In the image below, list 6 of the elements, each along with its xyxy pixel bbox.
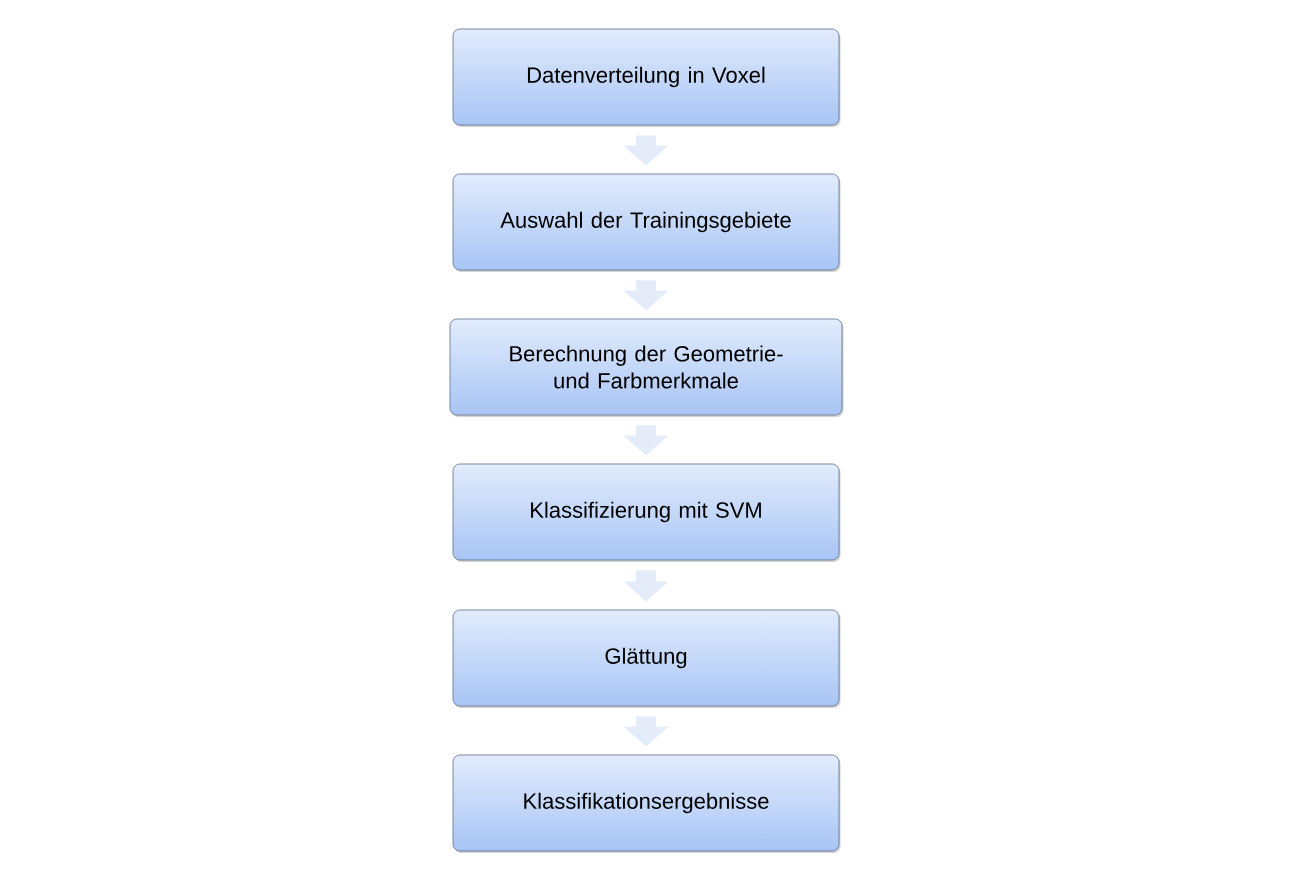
process-box: Klassifikationsergebnisse xyxy=(452,754,841,853)
process-box: Glättung xyxy=(452,609,841,708)
process-box: Datenverteilung in Voxel xyxy=(452,28,841,127)
process-box: Klassifizierung mit SVM xyxy=(452,463,841,562)
process-box: Auswahl der Trainingsgebiete xyxy=(452,173,841,272)
process-box: Berechnung der Geometrie- und Farbmerkmale xyxy=(449,318,844,417)
